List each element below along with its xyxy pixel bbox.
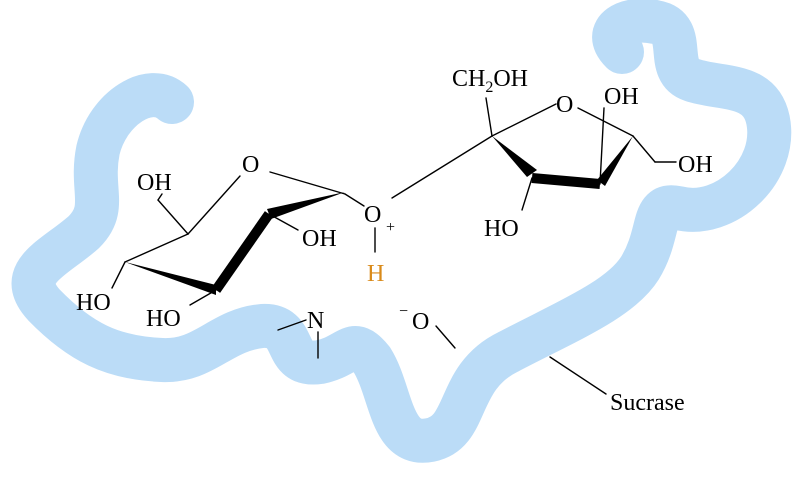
bond-c6-oh (157, 193, 163, 201)
bond-c2-c3 (211, 211, 274, 293)
glucose-c3-hydroxyl: HO (146, 306, 181, 332)
glucose-unit: O OH OH HO HO (76, 152, 365, 332)
fructose-c3-hydroxyl: HO (484, 216, 519, 242)
bond-c3-oh (521, 177, 533, 211)
sucrase-label-leader (549, 356, 607, 395)
bond-o-down (435, 325, 456, 349)
bond-c1-glycosidicO (344, 193, 365, 207)
fructose-ring-oxygen: O (556, 92, 573, 118)
wedge-c2-c3 (492, 136, 537, 177)
basic-nitrogen: N (307, 308, 324, 334)
bond-c2-ch2oh (485, 97, 493, 137)
glycosidic-oxygen: O (364, 202, 381, 228)
bond-c4-c5 (124, 233, 189, 263)
bond-c5-c6 (632, 135, 656, 163)
bond-c2-ringO (491, 103, 557, 137)
enzyme-label: Sucrase (610, 390, 685, 416)
fructose-ch2oh-group: CH2OH (452, 66, 528, 96)
bond-c3-oh (189, 289, 217, 306)
bond-c3-c4 (531, 173, 601, 189)
bond-c2-oh (268, 213, 299, 231)
bond-ringO-c1 (269, 171, 346, 195)
bond-c4-upper (599, 107, 605, 185)
glycosidic-positive-charge: + (386, 219, 395, 236)
glucose-c6-hydroxyl: OH (137, 170, 172, 196)
bond-c5-c6 (157, 199, 189, 235)
bond-c5-ringO (187, 175, 241, 235)
fructose-unit: CH2OH O OH OH HO (452, 66, 713, 242)
fructose-ch2oh-hydroxyl: OH (678, 152, 713, 178)
bond-n-left (277, 319, 307, 331)
protonated-glycosidic-oxygen: O + H (364, 135, 493, 287)
carboxylate-negative-charge: − (399, 303, 408, 320)
active-site-residues: N − O (277, 303, 456, 359)
glucose-c2-hydroxyl: OH (302, 226, 337, 252)
fructose-anomeric-hydroxyl: OH (604, 84, 639, 110)
bond-glycosidicO-fructose (391, 135, 493, 199)
glucose-c4-hydroxyl: HO (76, 290, 111, 316)
wedge-c4-c5 (597, 136, 633, 186)
bond-c4-oh (111, 261, 126, 289)
wedge-c3-c4 (125, 262, 216, 295)
sucrase-enzyme-outline (11, 0, 792, 463)
glucose-ring-oxygen: O (242, 152, 259, 178)
acidic-proton: H (367, 261, 384, 287)
carboxylate-oxygen: O (412, 309, 429, 335)
bond-ringO-c5 (577, 107, 634, 137)
wedge-c1-c2 (267, 192, 345, 219)
